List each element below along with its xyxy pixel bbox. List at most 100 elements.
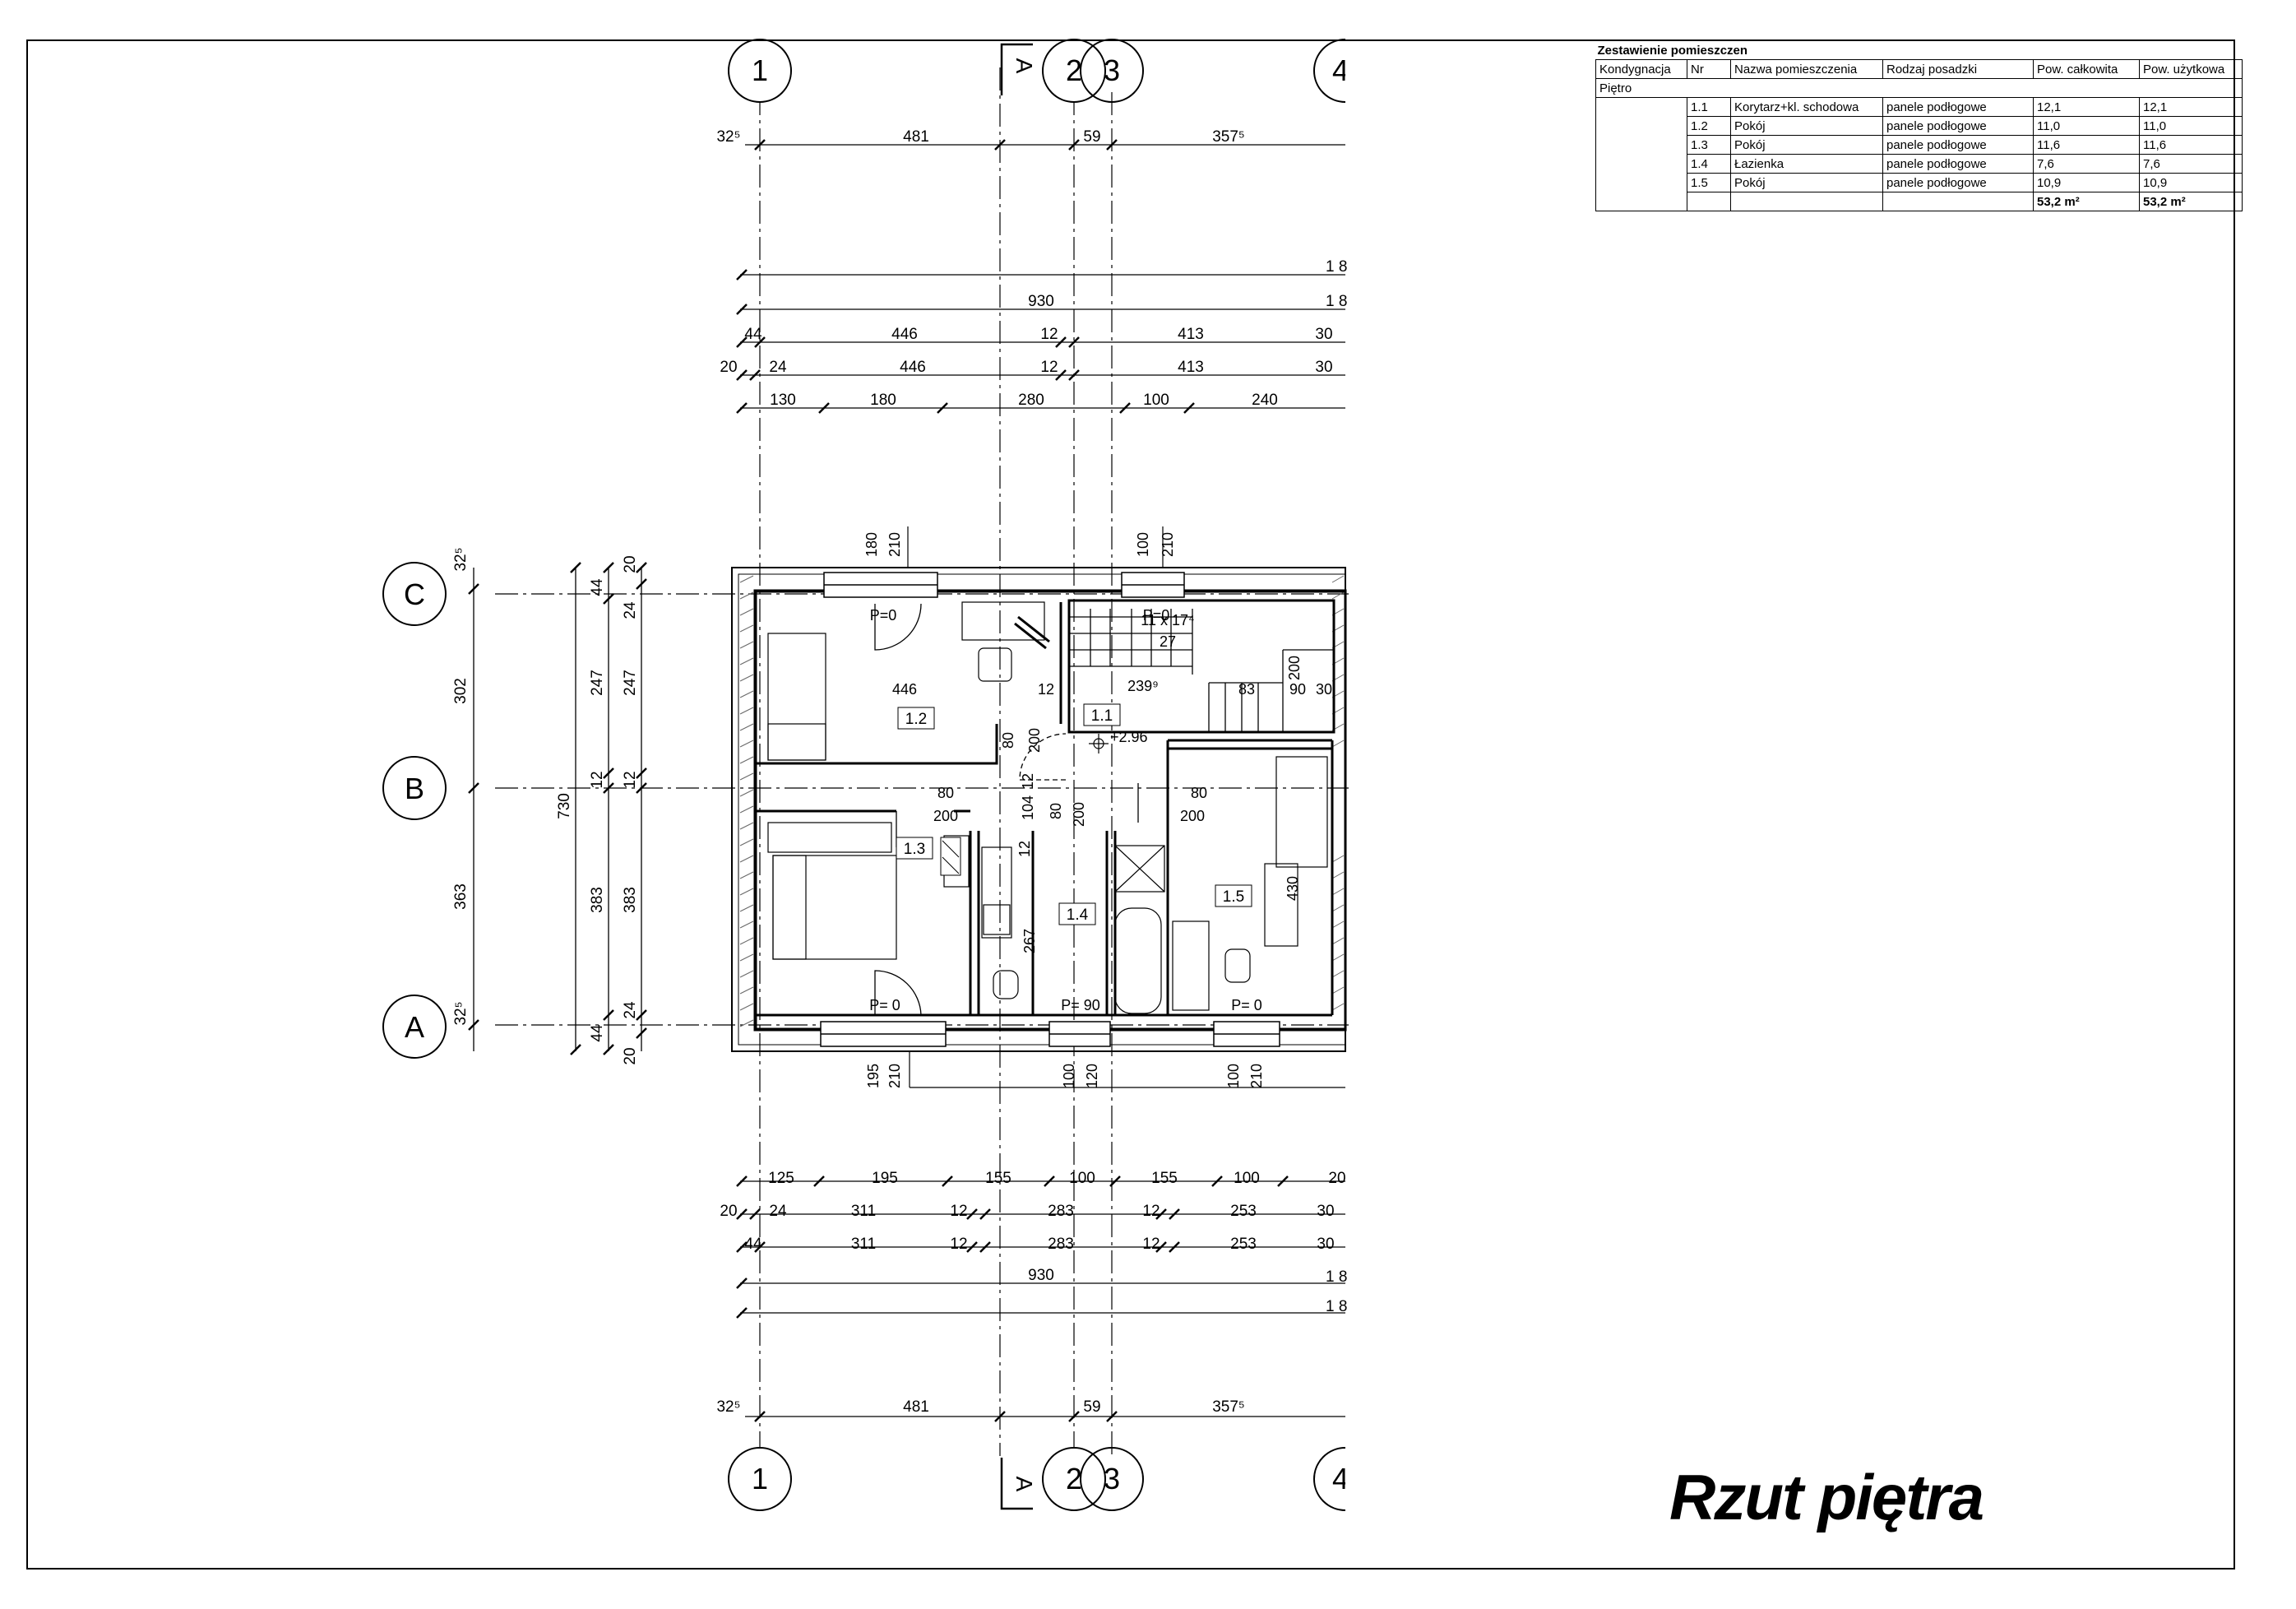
svg-text:210: 210 [1160, 532, 1176, 557]
svg-text:80: 80 [1000, 732, 1016, 749]
total-cell: 11,6 [2033, 135, 2140, 155]
svg-text:11 x 17⁴: 11 x 17⁴ [1141, 612, 1194, 628]
svg-text:A: A [1011, 1477, 1037, 1492]
svg-text:20: 20 [1328, 1170, 1345, 1187]
axis-label: B [405, 772, 424, 805]
drawing-title: Rzut piętra [1669, 1461, 1984, 1533]
usable-cell: 7,6 [2139, 154, 2243, 174]
empty-cell [1730, 192, 1883, 211]
svg-text:100: 100 [1143, 392, 1169, 409]
svg-text:12: 12 [1038, 681, 1054, 698]
dimension-lines-bottom [740, 1180, 1345, 1417]
svg-text:12: 12 [622, 771, 639, 788]
svg-text:1.3: 1.3 [904, 841, 925, 858]
sum-usable-cell: 53,2 m² [2139, 192, 2243, 211]
section-mark-bottom: A [1000, 1458, 1037, 1510]
svg-text:253: 253 [1230, 1236, 1257, 1253]
svg-text:253: 253 [1230, 1203, 1257, 1220]
svg-text:200: 200 [1026, 728, 1043, 753]
svg-text:100: 100 [1069, 1170, 1095, 1187]
svg-text:155: 155 [1151, 1170, 1178, 1187]
axis-label: 4 [1332, 1462, 1349, 1495]
header-cell: Pow. użytkowa [2139, 59, 2243, 79]
table-caption-row: Zestawienie pomieszczen [1595, 41, 2243, 60]
svg-text:12: 12 [950, 1203, 967, 1220]
svg-text:20: 20 [622, 1047, 639, 1064]
axis-label: A [405, 1010, 424, 1044]
svg-text:12: 12 [1020, 773, 1036, 790]
nr-cell: 1.5 [1687, 173, 1731, 192]
nr-cell: 1.4 [1687, 154, 1731, 174]
header-cell: Pow. całkowita [2033, 59, 2140, 79]
svg-text:200: 200 [1180, 808, 1205, 824]
level-marker [1089, 734, 1109, 753]
total-cell: 11,0 [2033, 116, 2140, 136]
svg-text:283: 283 [1048, 1203, 1074, 1220]
header-cell: Nr [1687, 59, 1731, 79]
svg-text:20: 20 [622, 555, 639, 573]
axis-bubble-4-bottom: 4 [1313, 1440, 1378, 1519]
svg-text:210: 210 [886, 532, 903, 557]
svg-text:83: 83 [1238, 681, 1255, 698]
opening-dim-lines [907, 526, 1345, 1088]
svg-text:239⁹: 239⁹ [1127, 678, 1159, 694]
axis-bubble-A: A [382, 995, 447, 1059]
svg-text:104: 104 [1020, 795, 1036, 820]
svg-text:311: 311 [851, 1236, 876, 1253]
header-cell: Nazwa pomieszczenia [1730, 59, 1883, 79]
table-row: 1.4 Łazienka panele podłogowe 7,6 7,6 [1596, 154, 2243, 174]
svg-text:30: 30 [1315, 359, 1332, 376]
name-cell: Pokój [1730, 116, 1883, 136]
svg-text:413: 413 [1178, 359, 1204, 376]
svg-text:100: 100 [1234, 1170, 1260, 1187]
name-cell: Pokój [1730, 135, 1883, 155]
svg-text:59: 59 [1083, 128, 1100, 146]
empty-cell [1882, 192, 2034, 211]
svg-text:12: 12 [1040, 326, 1058, 343]
svg-text:30: 30 [1317, 1236, 1334, 1253]
svg-text:P= 90: P= 90 [1061, 997, 1100, 1013]
axis-label: 4 [1332, 53, 1349, 87]
svg-text:80: 80 [937, 785, 954, 801]
dimension-lines-top [740, 144, 1345, 409]
svg-text:481: 481 [903, 128, 929, 146]
interior-walls [757, 599, 1335, 1017]
nr-cell: 1.3 [1687, 135, 1731, 155]
svg-text:446: 446 [900, 359, 926, 376]
svg-text:44: 44 [744, 1236, 762, 1253]
empty-cell [1595, 97, 1687, 211]
svg-text:1.4: 1.4 [1067, 907, 1089, 924]
svg-text:P= 0: P= 0 [869, 997, 900, 1013]
level-cell: Piętro [1595, 78, 2243, 98]
usable-cell: 12,1 [2139, 97, 2243, 117]
axis-bubble-C: C [382, 562, 447, 626]
svg-text:32⁵: 32⁵ [716, 128, 740, 146]
staircase [1069, 609, 1334, 732]
svg-text:383: 383 [589, 887, 606, 913]
svg-text:100: 100 [1135, 532, 1151, 557]
svg-text:120: 120 [1084, 1064, 1100, 1088]
dimension-ticks-bottom [736, 1175, 1289, 1422]
level-row: Piętro [1595, 78, 2243, 98]
svg-text:20: 20 [720, 359, 737, 376]
dimension-ticks-left [468, 562, 647, 1055]
svg-text:357⁵: 357⁵ [1212, 128, 1245, 146]
table-row: 1.5 Pokój panele podłogowe 10,9 10,9 [1596, 173, 2243, 192]
axis-label: 1 [752, 1462, 768, 1495]
svg-text:446: 446 [891, 326, 918, 343]
svg-text:200: 200 [933, 808, 958, 824]
total-cell: 12,1 [2033, 97, 2140, 117]
axis-label: 2 [1066, 53, 1082, 87]
svg-text:12: 12 [1142, 1236, 1160, 1253]
name-cell: Korytarz+kl. schodowa [1730, 97, 1883, 117]
nr-cell: 1.1 [1687, 97, 1731, 117]
axis-bubble-2-top: 2 [1042, 39, 1106, 103]
svg-text:32⁵: 32⁵ [452, 547, 470, 571]
svg-text:32⁵: 32⁵ [716, 1398, 740, 1416]
svg-text:30: 30 [1315, 326, 1332, 343]
empty-cell [1687, 192, 1731, 211]
axis-label: 3 [1104, 53, 1120, 87]
svg-text:12: 12 [589, 771, 606, 788]
opening-dimensions: 180 210 100 210 195 210 100 120 100 210 [863, 532, 1265, 1088]
